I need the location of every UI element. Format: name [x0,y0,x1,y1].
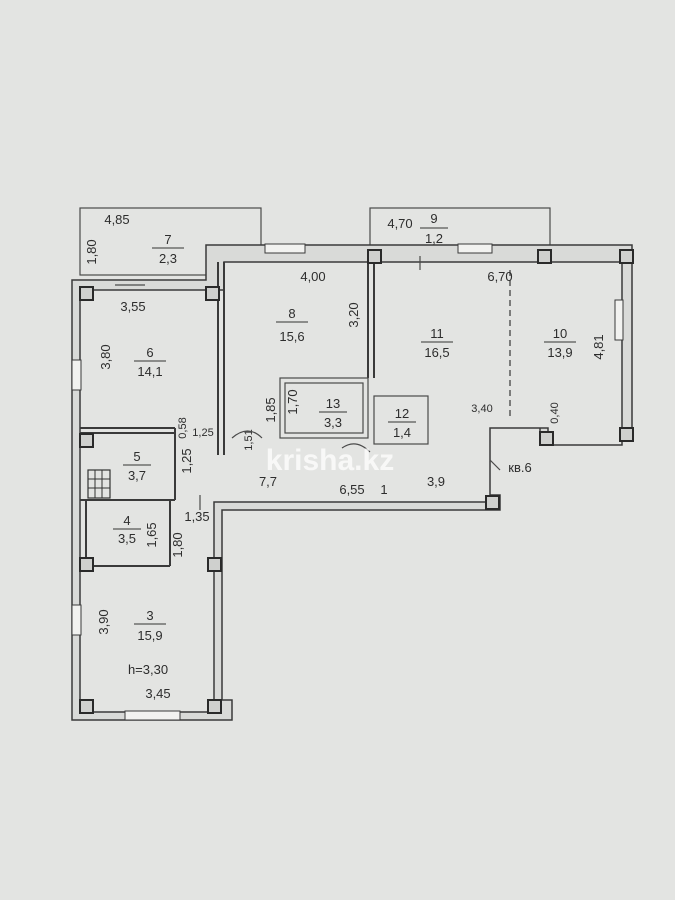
room-number: 4 [123,513,130,528]
dimension-label: 3,40 [471,403,492,415]
column [367,249,382,264]
room-area: 15,9 [137,628,162,643]
room-area: 2,3 [159,251,177,266]
column [619,427,634,442]
dimension-label: 1,25 [179,448,194,473]
apartment-label: кв.6 [508,460,531,475]
room-area: 1,2 [425,231,443,246]
column [619,249,634,264]
room-number: 3 [146,608,153,623]
column [79,557,94,572]
dimension-label: 3,20 [346,302,361,327]
dimension-label: 3,90 [96,609,111,634]
dimension-label: 1,80 [170,532,185,557]
door-swing [341,443,371,453]
column [79,433,94,448]
room-3: 3 15,9 [134,608,166,643]
ventilation-shaft [87,469,111,499]
window-3 [71,604,82,636]
room-area: 1,4 [393,425,411,440]
column [207,699,222,714]
dimension-label: 3,80 [98,344,113,369]
column [537,249,552,264]
wc-12-outline [373,395,429,445]
dimension-label: 0,58 [177,417,189,438]
dimension-label: 4,70 [387,216,412,231]
dimension-label: 3,55 [120,299,145,314]
room-area: 15,6 [279,329,304,344]
column [207,557,222,572]
room-number: 7 [164,232,171,247]
dimension-label: 1,65 [144,522,159,547]
room-number: 10 [553,326,567,341]
watermark-logo: krisha.kz [266,444,394,477]
ceiling-height-label: h=3,30 [128,662,168,677]
dimension-label: 6,70 [487,269,512,284]
dimension-label: 6,55 [339,482,364,497]
window-3-south [124,710,181,721]
dimension-label: 4,81 [591,334,606,359]
window-10 [614,299,624,341]
dimension-label: 1 [380,482,387,497]
room-number: 5 [133,449,140,464]
bath-13-outline [279,377,369,439]
room-7: 7 2,3 [152,232,184,266]
room-area: 3,3 [324,415,342,430]
room-area: 3,5 [118,531,136,546]
dimension-label: 1,35 [184,509,209,524]
dimension-label: 1,85 [263,397,278,422]
dimension-label: 7,7 [259,474,277,489]
room-area: 16,5 [424,345,449,360]
dimension-label: 3,45 [145,686,170,701]
room-number: 13 [326,396,340,411]
dimension-label: 1,70 [285,389,300,414]
room-13: 13 3,3 [319,396,347,430]
room-11: 11 16,5 [421,326,453,360]
room-area: 3,7 [128,468,146,483]
room-12: 12 1,4 [388,406,416,440]
room-9: 9 1,2 [420,211,448,246]
room-number: 8 [288,306,295,321]
room-8: 8 15,6 [276,306,308,344]
dimension-label: 1,51 [243,429,255,450]
room-number: 6 [146,345,153,360]
room-number: 12 [395,406,409,421]
dimension-label: 4,85 [104,212,129,227]
dimension-label: 1,80 [84,239,99,264]
room-10: 10 13,9 [544,326,576,360]
room-number: 11 [430,326,444,341]
column [79,286,94,301]
bath-13-inner [284,382,364,434]
door-swing [231,430,263,439]
dim-tick [489,459,501,471]
room-5: 5 3,7 [123,449,151,483]
dimension-label: 4,00 [300,269,325,284]
window-11 [457,243,493,254]
balcony-7-outline [79,207,262,276]
window-8 [264,243,306,254]
column [485,495,500,510]
dimension-label: 1,25 [192,427,213,439]
room-number: 9 [430,211,437,226]
dimension-label: 0,40 [549,402,561,423]
room-area: 14,1 [137,364,162,379]
room-6: 6 14,1 [134,345,166,379]
column [205,286,220,301]
dimension-label: 3,9 [427,474,445,489]
window-6 [71,359,82,391]
room-area: 13,9 [547,345,572,360]
column [539,431,554,446]
room-4: 4 3,5 [113,513,141,546]
column [79,699,94,714]
